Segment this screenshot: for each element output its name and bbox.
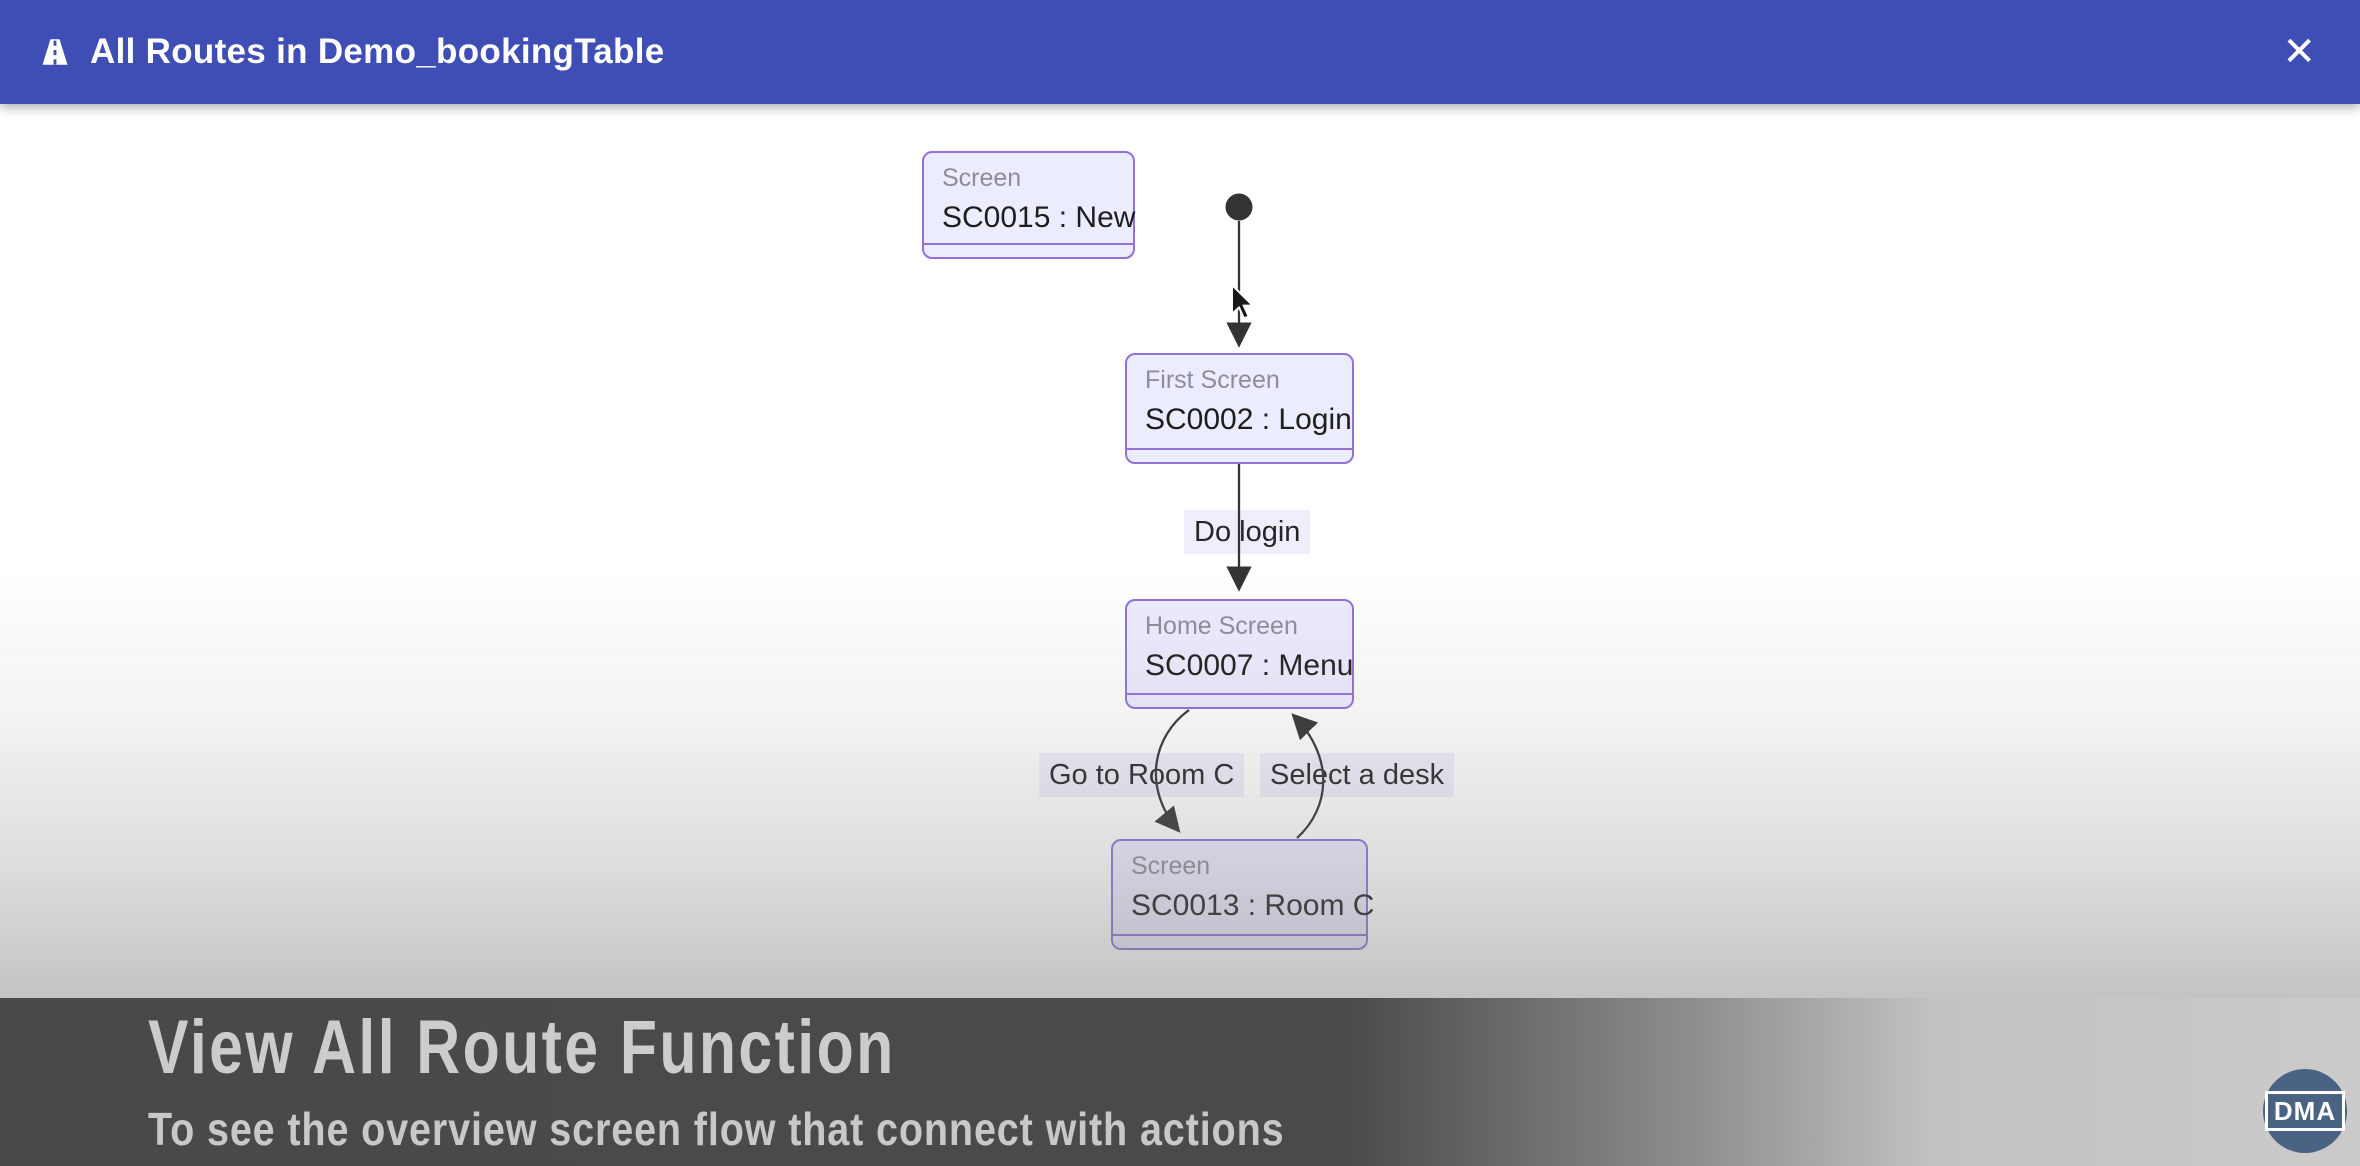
start-state-dot xyxy=(1225,193,1253,221)
dialog-title: All Routes in Demo_bookingTable xyxy=(90,32,665,71)
dma-logo-text: DMA xyxy=(2264,1091,2346,1131)
screen-node-sc0002: First Screen SC0002 : Login xyxy=(1125,353,1354,464)
close-icon: ✕ xyxy=(2282,30,2316,74)
node-type-label: Screen xyxy=(942,164,1022,192)
screen-node-sc0007: Home Screen SC0007 : Menu xyxy=(1125,599,1354,709)
mouse-cursor xyxy=(1231,284,1256,320)
node-footer-divider xyxy=(1113,934,1366,948)
node-name-label: SC0007 : Menu xyxy=(1145,648,1354,682)
caption-subtitle: To see the overview screen flow that con… xyxy=(148,1103,1285,1155)
node-footer-divider xyxy=(924,243,1133,257)
screen-node-sc0015: Screen SC0015 : New xyxy=(922,151,1135,259)
close-button[interactable]: ✕ xyxy=(2276,26,2322,78)
dialog-header: All Routes in Demo_bookingTable ✕ xyxy=(0,0,2360,104)
node-name-label: SC0002 : Login xyxy=(1145,402,1352,436)
node-name-label: SC0013 : Room C xyxy=(1131,888,1375,922)
road-icon xyxy=(42,39,68,65)
screen-node-sc0013: Screen SC0013 : Room C xyxy=(1111,839,1375,950)
dma-logo: DMA xyxy=(2263,1069,2347,1153)
node-name-label: SC0015 : New xyxy=(942,200,1136,234)
edge-label-do-login: Do login xyxy=(1184,510,1311,555)
node-footer-divider xyxy=(1127,448,1352,462)
node-footer-divider xyxy=(1127,693,1352,707)
node-type-label: Screen xyxy=(1131,852,1211,880)
edge-label-select-a-desk: Select a desk xyxy=(1260,753,1455,798)
caption-band: View All Route Function To see the overv… xyxy=(0,998,2360,1166)
caption-title: View All Route Function xyxy=(148,1005,896,1090)
node-type-label: First Screen xyxy=(1145,366,1280,394)
route-diagram-canvas: Screen SC0015 : New First Screen SC0002 … xyxy=(0,104,2360,998)
edge-label-go-to-room-c: Go to Room C xyxy=(1039,753,1245,798)
node-type-label: Home Screen xyxy=(1145,612,1298,640)
